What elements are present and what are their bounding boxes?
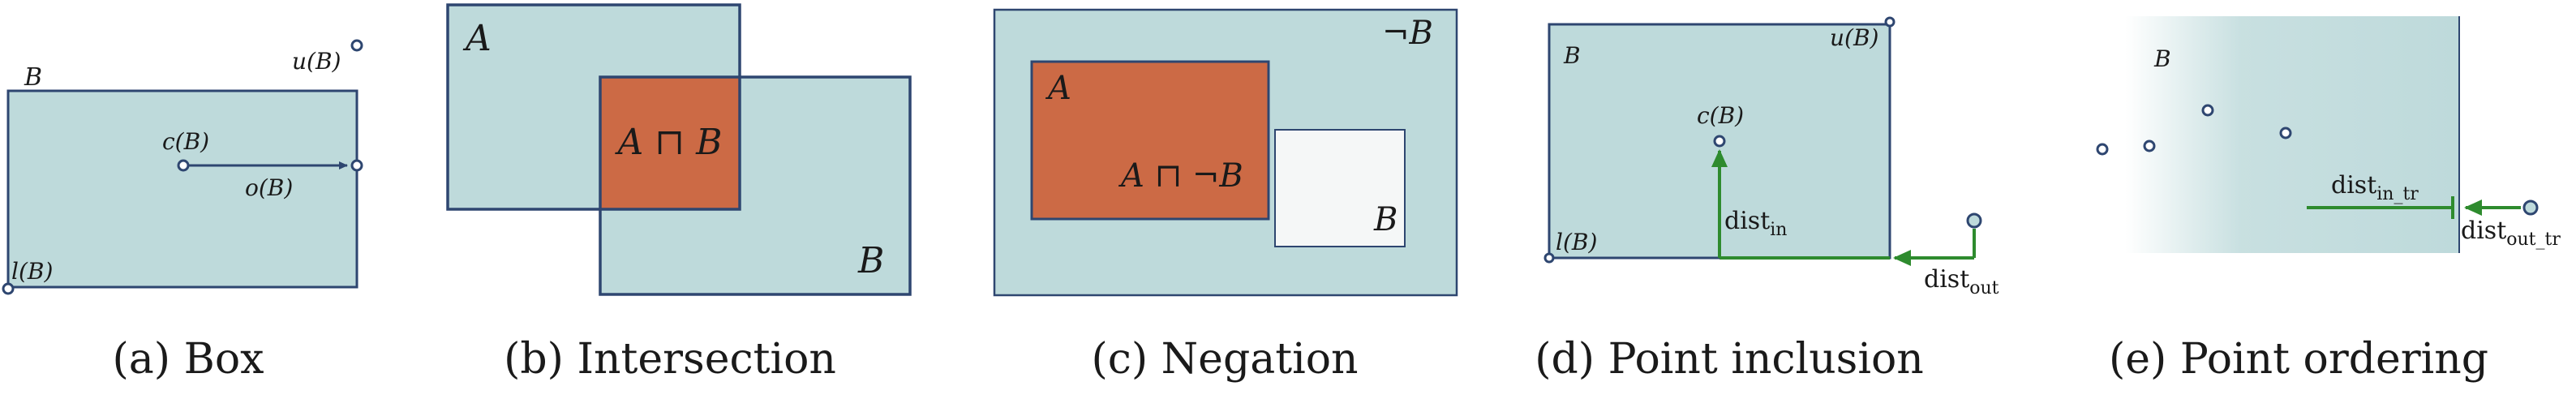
label-dist-in-tr: distin_tr (2331, 171, 2419, 204)
label-a-and-not-b: A ⊓ ¬B (1118, 157, 1243, 195)
label-b: B (1563, 42, 1581, 69)
point-l (2, 282, 15, 295)
point-o (350, 159, 363, 172)
label-a: A (1045, 70, 1071, 107)
label-a: A (462, 18, 492, 59)
point-outside (1966, 212, 1982, 229)
fading-box-b (2125, 16, 2459, 253)
label-l: l(B) (11, 258, 53, 285)
label-dist-out: distout (1924, 265, 1999, 298)
panel-point-ordering: B distin_tr distout_tr (2096, 16, 2561, 253)
box-a (1030, 60, 1270, 221)
box-b (6, 89, 358, 289)
panel-intersection: A A ⊓ B B (446, 3, 912, 296)
caption-b: (b) Intersection (504, 335, 836, 384)
point-u (1884, 16, 1896, 28)
box-a-outline (446, 3, 741, 211)
point-4 (2279, 127, 2292, 139)
box-b-outline (599, 75, 912, 296)
point-2 (2143, 139, 2156, 152)
label-l: l(B) (1556, 229, 1597, 255)
point-u (350, 39, 363, 52)
point-outside (2522, 200, 2539, 216)
point-l (1543, 252, 1555, 264)
point-c (177, 159, 190, 172)
caption-a: (a) Box (113, 335, 264, 384)
label-o: o(B) (245, 174, 293, 201)
label-b: B (24, 63, 42, 92)
label-dist-out-tr: distout_tr (2461, 217, 2561, 250)
label-dist-in: distin (1724, 207, 1787, 240)
panel-box: B u(B) c(B) o(B) l(B) (2, 39, 363, 295)
panel-point-inclusion: B u(B) c(B) distin distout l(B) (1543, 16, 1999, 298)
caption-e: (e) Point ordering (2109, 335, 2488, 384)
caption-d: (d) Point inclusion (1535, 335, 1924, 384)
label-b: B (857, 240, 884, 281)
point-3 (2201, 104, 2214, 117)
label-intersection: A ⊓ B (615, 122, 723, 163)
point-c (1713, 135, 1726, 148)
label-not-b: ¬B (1382, 15, 1433, 52)
label-u: u(B) (1830, 24, 1878, 51)
point-1 (2096, 143, 2109, 156)
label-c: c(B) (1697, 102, 1744, 129)
label-b: B (1373, 201, 1397, 238)
box-b (1274, 129, 1406, 247)
label-b: B (2153, 45, 2171, 72)
intersection-region (600, 77, 740, 209)
panel-negation: ¬B A A ⊓ ¬B B (993, 8, 1458, 297)
caption-c: (c) Negation (1091, 335, 1358, 384)
label-c: c(B) (162, 128, 209, 155)
label-u: u(B) (292, 48, 341, 75)
